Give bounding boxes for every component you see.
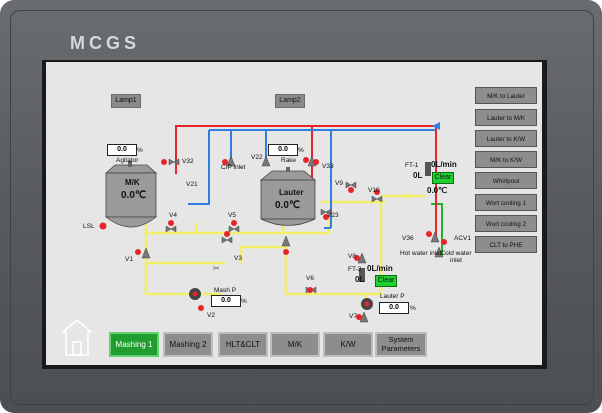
mk-tank-name: M/K [125, 178, 140, 187]
ft2-flow-rate: 0L/min [367, 264, 393, 273]
valve-v22-label[interactable]: V22 [251, 154, 263, 161]
ft2-tag: FT-2 [348, 266, 362, 273]
ft1-temp: 0.0℃ [427, 186, 448, 195]
lauter-pump-label: Lauter P [380, 293, 405, 300]
mk-tank-temp: 0.0℃ [121, 190, 147, 201]
valve-v7-label[interactable]: V7 [349, 313, 357, 320]
nav-hlt-clt[interactable]: HLT&CLT [218, 332, 268, 357]
lamp1-button[interactable]: Lamp1 [111, 94, 141, 108]
cold-water-pipes [188, 129, 436, 229]
mash-pump-symbol [189, 288, 201, 300]
home-icon [60, 318, 94, 356]
ft1-tag: FT-1 [405, 162, 419, 169]
lauter-pump-symbol [361, 298, 373, 310]
ft2-total: 0L [355, 275, 365, 284]
valve-v3-label[interactable]: V3 [234, 255, 242, 262]
valve-v4-label[interactable]: V4 [169, 212, 177, 219]
lauter-tank-temp: 0.0℃ [275, 200, 301, 211]
nav-system-parameters[interactable]: System Parameters [375, 332, 427, 357]
valve-v21-label[interactable]: V21 [186, 181, 198, 188]
bezel-inner-frame [10, 10, 594, 405]
agitator-label: Agitator [116, 157, 139, 164]
lauter-to-mk-button[interactable]: Lauter to M/K [475, 109, 537, 126]
svg-text:✂: ✂ [213, 264, 220, 273]
hot-water-inlet-label: Hot water inlet [400, 250, 442, 257]
valve-v2-label[interactable]: V2 [207, 312, 215, 319]
ft1-clear-button[interactable]: Clear [432, 172, 454, 184]
mash-pump-speed-input[interactable]: 0.0 [211, 295, 241, 307]
pipe-diagram: ✂ [60, 122, 447, 356]
agitator-speed-input[interactable]: 0.0 [107, 144, 137, 156]
rake-label: Rake [281, 157, 297, 164]
process-display: ✂ Lamp1 Lamp2 M/K to Lauter Lauter to M/… [46, 62, 542, 365]
ft2-meter [359, 268, 365, 282]
lauter-pump-speed-input[interactable]: 0.0 [379, 302, 409, 314]
valve-v5-label[interactable]: V5 [228, 212, 236, 219]
rake-speed-input[interactable]: 0.0 [268, 144, 298, 156]
ft2-clear-button[interactable]: Clear [375, 275, 397, 287]
home-button[interactable] [60, 318, 94, 358]
nav-mashing-1[interactable]: Mashing 1 [109, 332, 159, 357]
valve-v33-label[interactable]: V33 [322, 163, 334, 170]
valve-v36-label[interactable]: V36 [402, 235, 414, 242]
lauter-tank-name: Lauter [279, 188, 304, 197]
mash-pump-unit: % [241, 298, 247, 305]
mash-pump-label: Mash P [214, 287, 237, 294]
lauter-to-kw-button[interactable]: Lauter to K/W [475, 130, 537, 147]
nav-mk[interactable]: M/K [270, 332, 320, 357]
brand-logo: MCGS [70, 33, 140, 53]
valve-v1-label[interactable]: V1 [125, 256, 133, 263]
nav-mashing-2[interactable]: Mashing 2 [163, 332, 213, 357]
mk-to-lauter-button[interactable]: M/K to Lauter [475, 87, 537, 104]
ft1-flow-rate: 0L/min [431, 160, 457, 169]
agitator-unit: % [137, 147, 143, 154]
lauter-pump-unit: % [410, 305, 416, 312]
mk-tank [104, 164, 158, 228]
valve-acv1-label[interactable]: ACV1 [454, 235, 471, 242]
valve-v8-label[interactable]: V8 [348, 253, 356, 260]
wort-cooling-1-button[interactable]: Wort cooling 1 [475, 194, 537, 211]
valve-v23-label[interactable]: V23 [327, 212, 339, 219]
whirlpool-button[interactable]: Whirlpool [475, 172, 537, 189]
valve-v6-label[interactable]: V6 [306, 275, 314, 282]
lamp2-button[interactable]: Lamp2 [275, 94, 305, 108]
mk-to-kw-button[interactable]: M/K to K/W [475, 151, 537, 168]
ft1-meter [425, 162, 431, 176]
lauter-tank [259, 170, 317, 226]
rake-unit: % [298, 147, 304, 154]
outlet-arrow [432, 122, 440, 130]
cip-inlet-label: CIP inlet [221, 164, 246, 171]
wort-cooling-2-button[interactable]: Wort cooling 2 [475, 215, 537, 232]
nav-kw[interactable]: K/W [323, 332, 373, 357]
valve-symbols [141, 155, 444, 323]
valve-v32-label[interactable]: V32 [182, 158, 194, 165]
valve-v10-label[interactable]: V10 [368, 187, 380, 194]
ft1-total: 0L [413, 171, 423, 180]
valve-indicators [99, 157, 447, 320]
lsl-label: LSL [83, 223, 95, 230]
clt-to-phe-button[interactable]: CLT to PHE [475, 236, 537, 253]
flow-arrow [403, 193, 410, 199]
valve-v9-label[interactable]: V9 [335, 180, 343, 187]
cold-water-inlet-label: Cold water inlet [440, 250, 472, 264]
